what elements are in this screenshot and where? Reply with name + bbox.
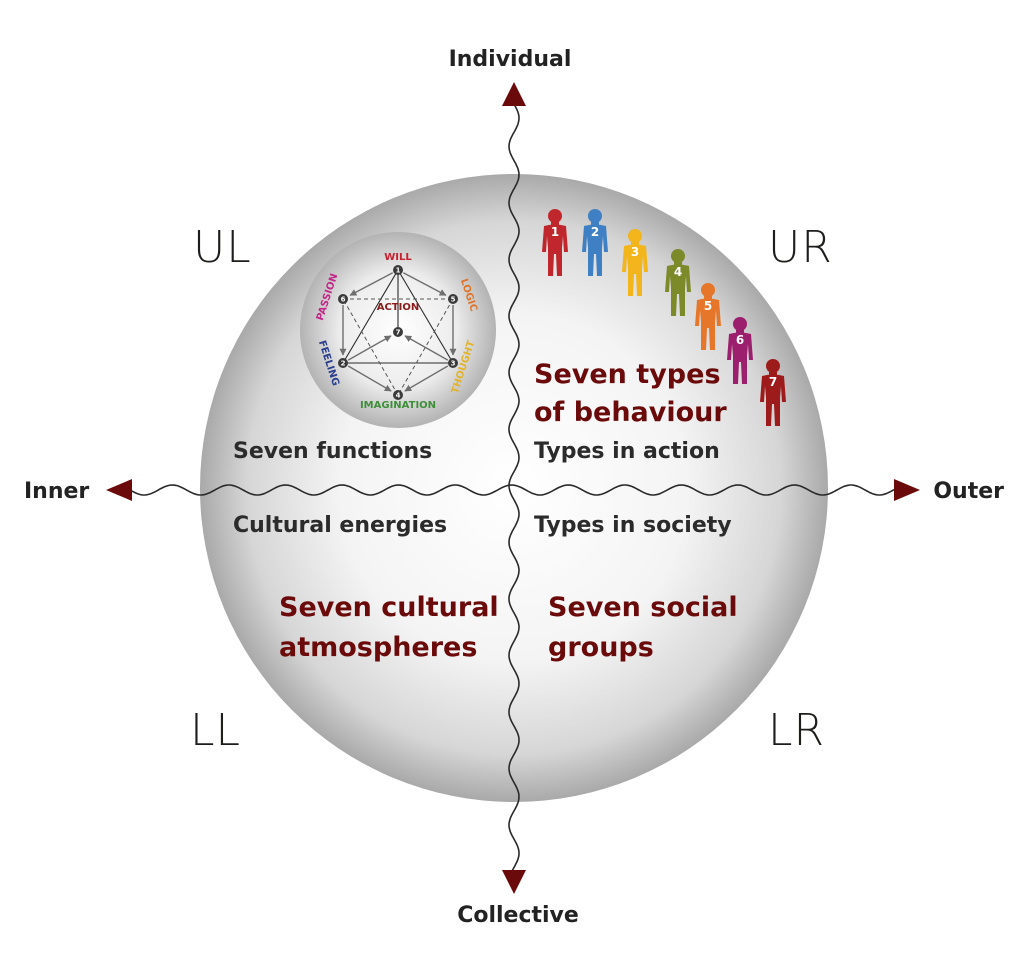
- figure-2: 2: [582, 209, 608, 276]
- fn-arrow: [347, 365, 392, 392]
- fn-node-6: 6: [338, 294, 348, 304]
- ul-subtitle: Seven functions: [233, 439, 432, 464]
- axis-label-left: Inner: [24, 479, 89, 504]
- quadrant-code-lr: LR: [768, 705, 825, 756]
- fn-node-number: 2: [341, 360, 346, 368]
- lr-title-line2: groups: [548, 632, 654, 663]
- axis-label-top: Individual: [449, 47, 572, 72]
- fn-node-number: 4: [396, 392, 401, 400]
- arrow-down-icon: [502, 870, 526, 894]
- figure-7: 7: [760, 359, 786, 426]
- figure-number: 6: [736, 333, 744, 347]
- horizontal-axis: [129, 484, 897, 496]
- fn-node-number: 3: [451, 360, 456, 368]
- lr-title-line1: Seven social: [548, 592, 738, 623]
- fn-arrow: [404, 365, 449, 392]
- ll-subtitle: Cultural energies: [233, 513, 447, 538]
- ur-subtitle: Types in action: [534, 439, 720, 464]
- arrow-right-icon: [894, 479, 920, 501]
- fn-node-number: 7: [396, 329, 401, 337]
- vertical-axis: [508, 103, 520, 873]
- fn-arrow: [347, 335, 392, 361]
- fn-node-7: 7: [393, 327, 403, 337]
- quadrant-code-ur: UR: [768, 222, 833, 273]
- behaviour-figures: 1 2 3 4 5 6 7: [542, 209, 786, 426]
- figure-number: 4: [674, 265, 682, 279]
- figure-6: 6: [727, 317, 753, 384]
- arrow-left-icon: [106, 479, 132, 501]
- fn-node-3: 3: [448, 358, 458, 368]
- fn-node-number: 6: [341, 296, 346, 304]
- figure-number: 1: [551, 225, 559, 239]
- quadrant-code-ul: UL: [193, 222, 252, 273]
- figure-1: 1: [542, 209, 568, 276]
- lr-subtitle: Types in society: [534, 513, 732, 538]
- fn-node-2: 2: [338, 358, 348, 368]
- fn-node-5: 5: [448, 294, 458, 304]
- axis-label-right: Outer: [933, 479, 1004, 504]
- fn-line-solid: [342, 269, 399, 364]
- fn-node-number: 1: [396, 267, 401, 275]
- arrow-up-icon: [502, 82, 526, 106]
- fn-line-solid: [397, 269, 454, 364]
- ur-title-line1: Seven types: [534, 359, 721, 390]
- ll-title-line1: Seven cultural: [279, 592, 499, 623]
- fn-line-dashed: [397, 298, 454, 396]
- fn-arrow: [402, 272, 447, 296]
- quadrant-code-ll: LL: [190, 705, 241, 756]
- fn-arrow: [404, 335, 449, 361]
- figure-5: 5: [695, 283, 721, 350]
- figure-number: 5: [704, 299, 712, 313]
- axis-label-bottom: Collective: [457, 903, 579, 928]
- fn-label-center-action: ACTION: [377, 302, 420, 313]
- fn-arrow: [349, 272, 394, 296]
- ll-title-line2: atmospheres: [279, 632, 477, 663]
- figure-4: 4: [665, 249, 691, 316]
- ur-title-line2: of behaviour: [534, 397, 727, 428]
- fn-label-will: WILL: [384, 252, 412, 263]
- fn-node-1: 1: [393, 265, 403, 275]
- functions-nodes: 1 2 3 4 5 6 7: [338, 265, 458, 400]
- figure-3: 3: [622, 229, 648, 296]
- figure-number: 2: [591, 225, 599, 239]
- functions-lines: [339, 269, 457, 396]
- fn-node-number: 5: [451, 296, 456, 304]
- figure-number: 7: [769, 375, 777, 389]
- fn-line-dashed: [342, 298, 399, 396]
- figure-number: 3: [631, 245, 639, 259]
- fn-label-imagination: IMAGINATION: [360, 400, 436, 411]
- fn-node-4: 4: [393, 390, 403, 400]
